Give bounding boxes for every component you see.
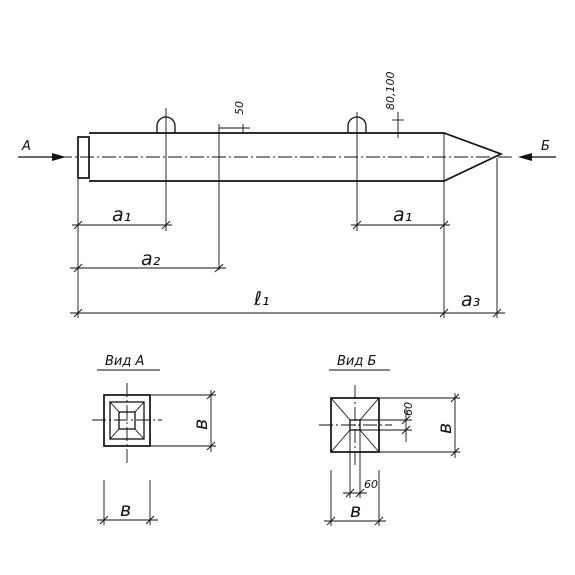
dimension-a2-label: a₂ xyxy=(141,248,161,270)
dimension-50-label: 50 xyxy=(233,101,246,115)
view-b-title: Вид Б xyxy=(337,354,376,369)
dimension-a2: a₂ xyxy=(70,248,226,273)
dimension-80-100-label: 80,100 xyxy=(384,72,397,111)
pile-shaft xyxy=(89,132,504,182)
view-b-width-label: в xyxy=(350,500,361,522)
view-b: Вид Б 60 в 60 xyxy=(319,354,460,526)
view-arrow-b: Б xyxy=(518,139,556,161)
view-a: Вид А в в xyxy=(92,354,216,525)
dimension-a3: a₃ xyxy=(461,289,480,311)
dimension-l1: ℓ₁ xyxy=(70,288,505,318)
dimension-a1-left: a₁ xyxy=(72,204,172,230)
pile-elevation xyxy=(36,108,512,231)
dimension-50: 50 xyxy=(218,101,250,270)
dimension-a3-label: a₃ xyxy=(461,289,480,311)
dimension-a1-left-label: a₁ xyxy=(112,204,131,226)
extension-lines xyxy=(77,158,498,318)
view-b-notch-vertical-label: 60 xyxy=(402,402,415,416)
dimension-a1-right-label: a₁ xyxy=(393,204,412,226)
view-a-title: Вид А xyxy=(105,354,144,369)
pile-head xyxy=(77,136,90,179)
view-b-height-label: в xyxy=(434,423,456,434)
view-b-notch-horizontal-label: 60 xyxy=(364,478,378,491)
dimension-l1-label: ℓ₁ xyxy=(253,288,269,310)
view-arrow-b-label: Б xyxy=(541,139,550,154)
view-arrow-a: А xyxy=(18,139,66,161)
view-arrow-a-label: А xyxy=(21,139,31,154)
view-a-height-label: в xyxy=(190,419,212,430)
dimension-a1-right: a₁ xyxy=(351,204,450,230)
view-a-width-label: в xyxy=(120,499,131,521)
dimension-80-100: 80,100 xyxy=(384,72,404,138)
